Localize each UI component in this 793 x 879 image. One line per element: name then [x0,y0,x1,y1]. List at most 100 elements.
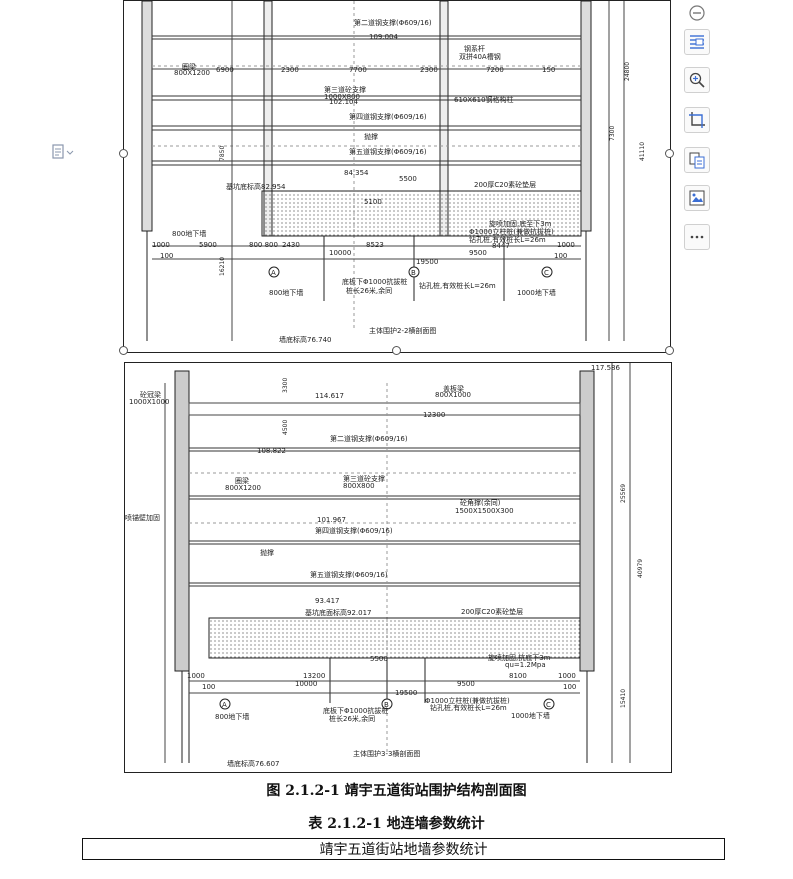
replace-image-icon [689,190,705,206]
dim-7700: 7700 [349,66,367,74]
level-114: 114.617 [315,392,344,400]
section-drawing-3-3[interactable]: A B C 117.586 砼冠梁 1000X1000 114.617 盖板梁 … [124,362,672,773]
dim-24800: 24800 [624,62,631,81]
spray-anchor-label: 喷锚壁加固 [125,513,160,522]
dim-100-b: 100 [554,252,567,260]
resize-handle-bottom[interactable] [392,346,401,355]
cap-beam-size: 1000X1000 [129,398,169,406]
cushion-label-2: 200厚C20素砼垫层 [461,607,523,616]
uplift-pile-length: 桩长26米,余同 [346,286,392,295]
uplift-pile-length-2: 桩长26米,余同 [329,714,375,723]
drawing-title-2-2: 主体围护2-2横剖面图 [369,326,436,335]
dim-5900: 5900 [199,241,217,249]
collapse-button[interactable] [684,0,710,26]
ring-beam-size-2: 800X1200 [225,484,261,492]
figure-caption: 图 2.1.2-1 靖宇五道街站围护结构剖面图 [266,783,527,799]
brace5-label: 第五道钢支撑(Φ609/16) [349,147,427,156]
brace2-label-2: 第二道钢支撑(Φ609/16) [330,434,408,443]
dim-4500: 4500 [282,420,289,435]
convert-image-button[interactable] [684,147,710,173]
table-header-cell[interactable]: 靖宇五道街站地墙参数统计 [82,838,725,860]
bored-pile-label: 钻孔桩,有效桩长L=26m [419,281,496,290]
dim-7850: 7850 [219,146,226,161]
dim-9500: 9500 [469,249,487,257]
top-level: 117.586 [591,364,620,372]
dim-13200: 13200 [303,672,325,680]
dim-100-a: 100 [160,252,173,260]
pit-bottom-label: 基坑底标高82.954 [226,182,286,191]
brace3-label: 第三道砼支撑 [324,85,366,94]
dim-1000-a-2: 1000 [187,672,205,680]
dim-2300-a: 2300 [281,66,299,74]
dim-19500: 19500 [416,258,438,266]
brace4-label: 第四道钢支撑(Φ609/16) [349,112,427,121]
axis-label-c-2: C [546,701,551,709]
dim-7300: 7300 [609,126,616,141]
column-pile-length-2: 钻孔桩,有效桩长L=26m [430,703,507,712]
dim-16210: 16210 [219,257,226,276]
wall-1000-label-2: 1000地下墙 [511,711,550,720]
axis-label-b: B [411,269,416,277]
dim-800-800: 800 800 [249,241,278,249]
resize-handle-right[interactable] [665,149,674,158]
wall-800-label-b: 800地下墙 [269,288,303,297]
brace2-label: 第二道钢支撑(Φ609/16) [354,18,432,27]
axis-label-c: C [544,269,549,277]
column-pile-label: Φ1000立柱桩(兼做抗拔桩) [469,227,554,236]
wall-1000-label: 1000地下墙 [517,288,556,297]
cover-beam-size: 800X1000 [435,391,471,399]
dim-5500-2: 5500 [370,655,388,663]
section-drawing-2-2[interactable]: A B C 第二道钢支撑(Φ609/16) 109.004 钢系杆 双拼40A槽… [123,0,671,353]
more-icon [690,235,704,239]
level-102: 102.104 [329,98,358,106]
dim-2300-b: 2300 [420,66,438,74]
axis-label-a-2: A [222,701,227,709]
resize-handle-bottom-right[interactable] [665,346,674,355]
level-84: 84.354 [344,169,369,177]
diagonal-brace-label: 抛撑 [364,132,378,141]
lattice-column-label: 610X610钢格构柱 [454,95,514,104]
uplift-pile-label: 底板下Φ1000抗拔桩 [342,277,407,286]
resize-handle-left[interactable] [119,149,128,158]
wall-bottom-level-2: 墙底标高76.607 [227,759,280,768]
dim-100-b-2: 100 [563,683,576,691]
dim-3300: 3300 [282,378,289,393]
document-layout-icon[interactable] [52,144,74,160]
wall-bottom-level: 墙底标高76.740 [279,335,332,344]
axis-label-b-2: B [384,701,389,709]
dim-7200: 7200 [486,66,504,74]
dim-2430: 2430 [282,241,300,249]
brace3-size-2: 800X800 [343,482,375,490]
dim-8523: 8523 [366,241,384,249]
convert-image-icon [689,152,705,169]
dim-6900: 6900 [216,66,234,74]
dim-19500-2: 19500 [395,689,417,697]
dim-25569: 25569 [620,484,627,503]
jet-grout-strength: qu=1.2Mpa [505,661,546,669]
crop-button[interactable] [684,107,710,133]
dim-100-a-2: 100 [202,683,215,691]
level-93: 93.417 [315,597,340,605]
resize-handle-bottom-left[interactable] [119,346,128,355]
dim-40979: 40979 [637,559,644,578]
table-header-text: 靖宇五道街站地墙参数统计 [319,842,488,858]
zoom-button[interactable] [684,67,710,93]
more-button[interactable] [684,224,710,250]
brace3-label-2: 第三道砼支撑 [343,474,385,483]
dim-8447: 8447 [492,242,510,250]
replace-image-button[interactable] [684,185,710,211]
text-wrap-button[interactable] [684,29,710,55]
zoom-icon [689,72,705,88]
axis-label-a: A [271,269,276,277]
level-101: 101.967 [317,516,346,524]
dim-10000-2: 10000 [295,680,317,688]
column-pile-label-2: Φ1000立柱桩(兼做抗拔桩) [425,696,510,705]
ring-beam-label: 圈梁 [182,62,196,71]
ring-beam-size: 800X1200 [174,69,210,77]
jet-grout-label-2: 旋喷加固,抗底下3m [488,653,551,662]
ring-beam-label-2: 圈梁 [235,476,249,485]
dim-10000: 10000 [329,249,351,257]
crop-icon [689,112,705,128]
dim-41110: 41110 [639,142,646,161]
brace3-size: 1000X800 [324,93,360,101]
